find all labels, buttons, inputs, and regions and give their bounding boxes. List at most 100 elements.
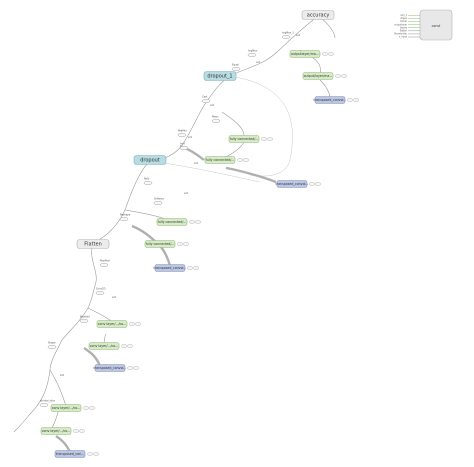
port-ellipse [267,137,274,141]
legend-input-label: flatten [400,30,408,33]
aux-node-conv2[interactable]: conv layer/.../co... [88,342,133,350]
aux-node-outputlayer2[interactable]: output/layer/ma... [302,72,348,80]
legend-const-node[interactable] [419,9,453,41]
aux-node-transposed4[interactable]: transposed_convol... [94,364,139,372]
aux-node-transposed5[interactable]: transposed_con... [54,450,99,458]
op-node[interactable]: ArgMax [247,50,258,58]
port-ellipse [186,266,193,270]
op-label: Add [180,143,185,146]
op-ellipse [211,118,221,124]
port-ellipse [72,429,79,433]
aux-node-transposed2[interactable]: transposed_convol... [276,180,322,188]
op-ellipse [281,34,291,40]
legend-input-label: kernel [400,20,407,23]
aux-node-box [228,135,260,143]
port-ellipse [188,220,195,224]
aux-node-box [156,218,188,226]
aux-node-fully_connected3[interactable]: fully connected/... [156,218,201,226]
op-label: ArgMax [248,50,258,53]
main-node-box [76,239,110,249]
port-ellipse [182,242,189,246]
op-node[interactable]: Shape [47,342,57,350]
port-ellipse [328,52,335,56]
aux-node-box [154,264,186,272]
legend-input-label: x_input [399,36,407,39]
main-node-flatten[interactable]: Flatten [76,239,110,249]
main-node-dropout[interactable]: dropout [133,155,167,165]
op-ellipse [119,216,129,222]
op-label: MaxPool [100,260,110,263]
aux-node-label: outputlayer/ma... [291,52,319,56]
op-label: Cast [202,96,207,99]
aux-node-box [50,404,82,412]
legend-panel[interactable]: const add_1shapekerneloutputlayerbiasesf… [394,9,453,41]
op-node[interactable]: Add [179,143,189,151]
op-node[interactable]: BiasAdd [79,316,90,324]
op-node[interactable]: Mean [211,116,221,124]
op-ellipse [95,290,105,296]
op-ellipse [47,344,57,350]
aux-node-box [314,96,346,104]
edge-label: add [194,162,199,165]
aux-node-transposed1[interactable]: transposed_convol... [314,96,360,104]
op-label: Conv2D [96,288,106,291]
aux-node-box [144,240,176,248]
edge-long-loop [229,75,293,177]
aux-node-outputlayer[interactable]: outputlayer/ma... [289,50,335,58]
op-node[interactable]: ArgMax_1 [281,32,294,40]
aux-node-conv3[interactable]: conv layer/.../co... [50,404,95,412]
aux-node-label: transposed_convol... [94,366,127,370]
aux-node-label: transposed_con... [56,452,84,456]
edge-label: add [60,374,65,377]
port-ellipse [126,344,133,348]
main-node-accuracy[interactable]: accuracy [301,10,335,20]
edge-label: add [256,61,261,64]
aux-node-fully_connected1[interactable]: fully connected/... [228,135,274,143]
port-ellipse [236,158,243,162]
legend-input-label: outputlayer [394,23,407,26]
op-node[interactable]: Softmax [153,198,165,206]
op-ellipse [201,98,211,104]
aux-node-label: fully connected/... [158,220,187,224]
op-label: Softmax [154,198,165,201]
op-node[interactable]: Reshape [119,214,131,222]
op-node[interactable]: Conv2D [95,288,106,296]
aux-node-fully_connected2[interactable]: fully connected/... [204,156,249,164]
op-node[interactable]: strided_slice [39,400,55,408]
aux-node-transposed3[interactable]: transposed_convol... [154,264,199,272]
main-node-label: accuracy [307,13,330,19]
aux-node-box [289,50,321,58]
op-node[interactable]: MatMul [177,130,187,138]
port-ellipse [309,182,316,186]
main-node-box [133,155,167,165]
edge-label: add [112,296,117,299]
op-label: BiasAdd [80,316,90,319]
main-node-dropout_1[interactable]: dropout_1 [203,71,237,81]
edges-layer [13,15,336,453]
main-node-label: Flatten [84,242,102,248]
op-node[interactable]: Cast [201,96,211,104]
edge-conv1 [87,307,113,323]
aux-node-box [40,427,72,435]
op-label: ArgMax_1 [282,32,294,35]
aux-node-conv1[interactable]: conv layer/.../co... [96,320,141,328]
op-ellipse [79,318,89,324]
op-node[interactable]: Equal [231,64,241,72]
port-ellipse [322,52,329,56]
aux-node-fully_connected4[interactable]: fully connected/... [144,240,189,248]
port-ellipse [86,452,93,456]
edge-thick-5 [83,347,102,367]
edge-label: add [184,192,189,195]
port-ellipse [126,366,133,370]
port-ellipse [315,182,322,186]
aux-node-conv4[interactable]: conv layer/.../co... [40,427,85,435]
edge-label: add [210,104,215,107]
op-node[interactable]: MaxPool [99,260,110,268]
op-node[interactable]: Relu [143,178,153,186]
aux-node-box [96,320,128,328]
op-label: Equal [232,64,239,67]
port-ellipse [176,242,183,246]
legend-input-label: shape [400,17,407,20]
edge-thick-6 [55,435,72,453]
